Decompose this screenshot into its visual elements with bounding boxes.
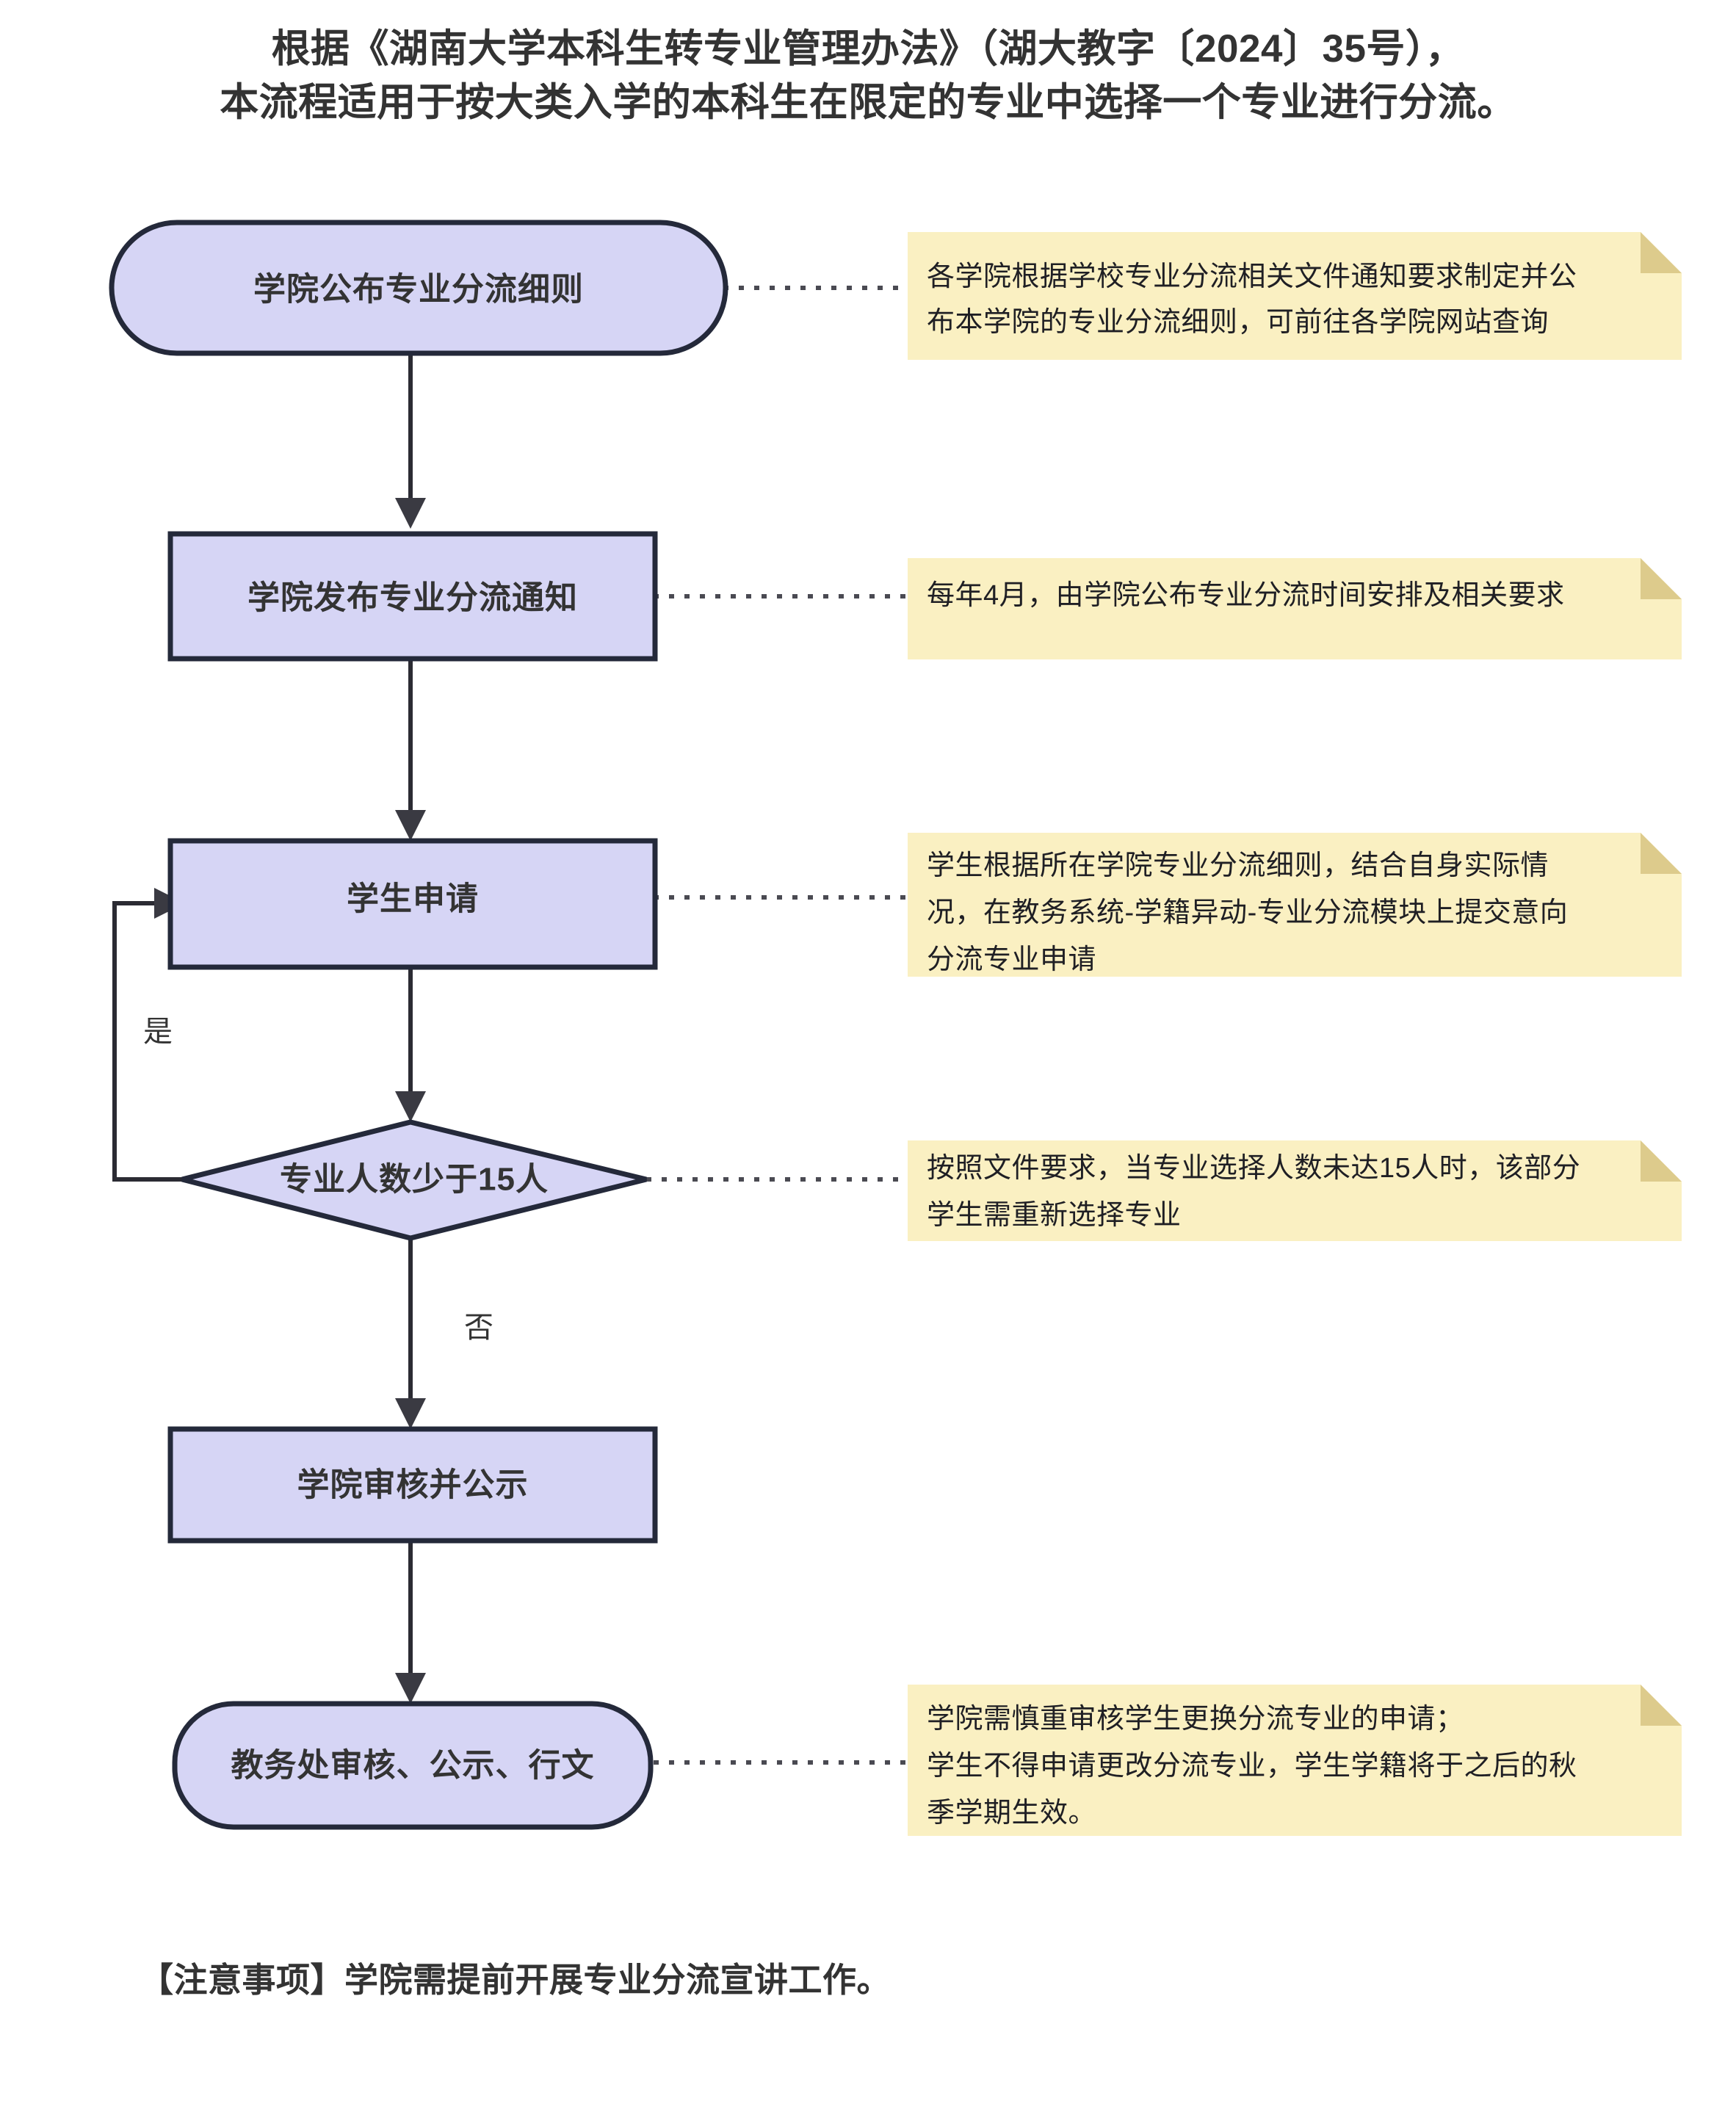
arrow-head-n1-n2	[395, 498, 426, 529]
title-line-2: 本流程适用于按大类入学的本科生在限定的专业中选择一个专业进行分流。	[220, 81, 1516, 125]
node-publish-notice[interactable]: 学院发布专业分流通知	[167, 531, 658, 662]
node-shape-stadium	[172, 1701, 654, 1830]
node-student-apply[interactable]: 学生申请	[167, 838, 658, 970]
note-line: 各学院根据学校专业分流相关文件通知要求制定并公	[927, 261, 1577, 292]
node-shape-rect	[167, 1426, 658, 1544]
footer-attention-note: 【注意事项】学院需提前开展专业分流宣讲工作。	[140, 1961, 891, 1999]
node-label-3: 学生申请	[347, 881, 479, 917]
page-title: 根据《湖南大学本科生转专业管理办法》（湖大教字〔2024〕35号）， 本流程适用…	[0, 22, 1736, 129]
arrow-head-n5-n6	[395, 1673, 426, 1704]
node-college-review[interactable]: 学院审核并公示	[167, 1426, 658, 1544]
note-body	[908, 558, 1682, 659]
note-body	[908, 232, 1682, 360]
node-shape-diamond	[181, 1119, 647, 1241]
node-decision-headcount[interactable]: 专业人数少于15人	[181, 1119, 647, 1241]
connector-loopback-yes	[112, 901, 182, 1182]
note-line: 况，在教务系统-学籍异动-专业分流模块上提交意向	[927, 897, 1568, 928]
title-line-1: 根据《湖南大学本科生转专业管理办法》（湖大教字〔2024〕35号），	[271, 27, 1465, 70]
connector-group	[112, 286, 908, 1765]
note-fold-corner-icon	[1641, 232, 1682, 273]
note-body	[908, 1140, 1682, 1241]
note-line: 分流专业申请	[927, 944, 1096, 975]
arrow-head-n3-n4	[395, 1091, 426, 1122]
node-academic-affairs[interactable]: 教务处审核、公示、行文	[172, 1701, 654, 1830]
node-label-4: 专业人数少于15人	[280, 1162, 549, 1198]
node-shape-rect	[167, 531, 658, 662]
note-fold-corner-icon	[1641, 558, 1682, 599]
note-card-5: 学院需慎重审核学生更换分流专业的申请； 学生不得申请更改分流专业，学生学籍将于之…	[908, 1685, 1682, 1836]
note-line: 季学期生效。	[927, 1798, 1096, 1829]
note-fold-corner-icon	[1641, 833, 1682, 874]
note-line: 学生根据所在学院专业分流细则，结合自身实际情	[927, 850, 1549, 881]
node-label-2: 学院发布专业分流通知	[247, 580, 578, 616]
note-card-3: 学生根据所在学院专业分流细则，结合自身实际情 况，在教务系统-学籍异动-专业分流…	[908, 833, 1682, 977]
node-label-1: 学院公布专业分流细则	[253, 272, 584, 308]
note-line: 学生需重新选择专业	[927, 1200, 1182, 1231]
node-announce-rules[interactable]: 学院公布专业分流细则	[109, 220, 728, 356]
note-card-4: 按照文件要求，当专业选择人数未达15人时，该部分 学生需重新选择专业	[908, 1140, 1682, 1241]
note-fold-corner-icon	[1641, 1685, 1682, 1726]
note-fold-corner-icon	[1641, 1140, 1682, 1182]
note-card-1: 各学院根据学校专业分流相关文件通知要求制定并公 布本学院的专业分流细则，可前往各…	[908, 232, 1682, 360]
node-label-5: 学院审核并公示	[297, 1467, 529, 1503]
arrow-head-n2-n3	[395, 810, 426, 841]
note-body	[908, 1685, 1682, 1836]
arrow-head-n4-n5	[395, 1398, 426, 1429]
note-line: 学院需慎重审核学生更换分流专业的申请；	[927, 1704, 1464, 1735]
note-line: 每年4月，由学院公布专业分流时间安排及相关要求	[927, 580, 1565, 611]
branch-label-no: 否	[464, 1312, 493, 1344]
note-card-2: 每年4月，由学院公布专业分流时间安排及相关要求	[908, 558, 1682, 659]
node-shape-stadium	[109, 220, 728, 356]
note-line: 学生不得申请更改分流专业，学生学籍将于之后的秋	[927, 1751, 1577, 1782]
note-line: 布本学院的专业分流细则，可前往各学院网站查询	[927, 307, 1549, 338]
note-body	[908, 833, 1682, 977]
node-shape-rect	[167, 838, 658, 970]
branch-label-yes: 是	[143, 1016, 173, 1048]
note-line: 按照文件要求，当专业选择人数未达15人时，该部分	[927, 1153, 1580, 1184]
node-label-6: 教务处审核、公示、行文	[231, 1748, 595, 1784]
